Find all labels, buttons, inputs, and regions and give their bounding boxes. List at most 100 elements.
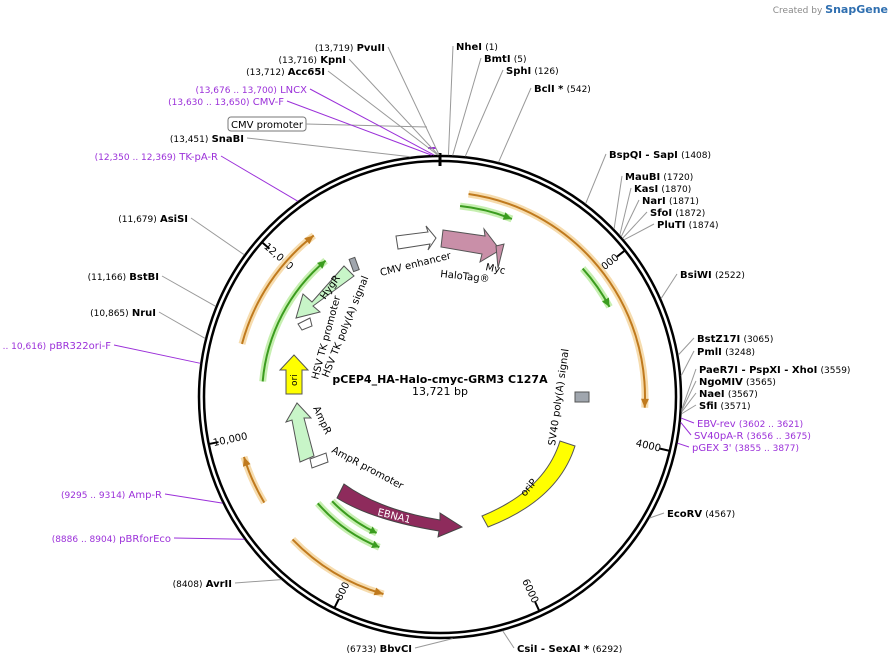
site-label-paer[interactable]: PaeR7I - PspXI - XhoI (3559)	[699, 365, 850, 376]
label-name: BclI *	[534, 84, 564, 95]
arc-green-bottom-1-head	[371, 540, 380, 549]
feature-ori[interactable]	[278, 354, 310, 395]
label-name: SfiI	[699, 401, 717, 412]
site-label-pvuii[interactable]: (13,719) PvuII	[315, 43, 385, 54]
site-label-bbvci[interactable]: (6733) BbvCI	[347, 644, 412, 655]
site-label-plui[interactable]: PluTI (1874)	[657, 220, 719, 231]
primer-label-tkpar[interactable]: (12,350 .. 12,369) TK-pA-R	[95, 152, 218, 163]
site-label-acc65i[interactable]: (13,712) Acc65I	[246, 67, 325, 78]
feature-hygr[interactable]	[295, 265, 355, 319]
leader-kasi	[619, 187, 632, 236]
site-label-maubi[interactable]: MauBI (1720)	[625, 172, 693, 183]
label-position: (3602 .. 3621)	[739, 420, 803, 430]
site-label-bmti[interactable]: BmtI (5)	[484, 54, 526, 65]
label-position: (13,712)	[246, 68, 285, 78]
label-position: (2522)	[715, 271, 745, 281]
site-label-sphi[interactable]: SphI (126)	[506, 66, 559, 77]
primer-label-cmvf[interactable]: (13,630 .. 13,650) CMV-F	[168, 97, 284, 108]
label-name: AsiSI	[160, 214, 188, 225]
label-name: AvrII	[206, 579, 232, 590]
leader-pvuii	[387, 46, 440, 156]
leader-csii	[502, 630, 515, 649]
feature-ampr[interactable]	[284, 402, 315, 463]
arc-green-top-head	[502, 212, 512, 220]
label-name: Acc65I	[288, 67, 325, 78]
label-name: SfoI	[650, 208, 672, 219]
primer-label-lncx[interactable]: (13,676 .. 13,700) LNCX	[195, 85, 307, 96]
leader-bstz	[677, 337, 695, 356]
site-label-snabi[interactable]: (13,451) SnaBI	[170, 134, 244, 145]
label-position: (3065)	[743, 335, 773, 345]
primer-binding-arcs	[238, 190, 649, 598]
label-name: BbvCI	[380, 644, 412, 655]
leader-nari	[620, 199, 640, 237]
feature-orip[interactable]	[481, 440, 576, 528]
feature-halotag[interactable]	[440, 227, 501, 264]
label-position: (8408)	[173, 580, 203, 590]
site-label-nari[interactable]: NarI (1871)	[642, 196, 699, 207]
label-name: PaeR7I - PspXI - XhoI	[699, 365, 817, 376]
label-position: (6733)	[347, 645, 377, 655]
site-label-bspqi[interactable]: BspQI - SapI (1408)	[609, 150, 711, 161]
site-label-ecorv[interactable]: EcoRV (4567)	[667, 509, 735, 520]
label-position: (3565)	[746, 378, 776, 388]
site-label-nrui[interactable]: (10,865) NruI	[90, 308, 156, 319]
site-label-bsiwi[interactable]: BsiWI (2522)	[680, 270, 745, 281]
site-label-pmli[interactable]: PmlI (3248)	[697, 347, 755, 358]
site-label-asisi[interactable]: (11,679) AsiSI	[118, 214, 188, 225]
site-label-avrii[interactable]: (8408) AvrII	[173, 579, 232, 590]
site-label-bcli[interactable]: BclI * (542)	[534, 84, 591, 95]
label-position: (1874)	[689, 221, 719, 231]
cmv-promoter-leader	[305, 123, 428, 128]
sv40-polya-label: SV40 poly(A) signal	[547, 348, 571, 446]
leader-cmvf	[286, 100, 432, 156]
primer-label-pgex3[interactable]: pGEX 3' (3855 .. 3877)	[692, 443, 799, 454]
ampr-promoter-label: AmpR promoter	[330, 445, 406, 492]
label-position: (10,865)	[90, 309, 129, 319]
leader-bcli	[498, 87, 532, 163]
feature-ebna1[interactable]	[336, 483, 464, 538]
site-label-nhei[interactable]: NheI (1)	[456, 42, 498, 53]
primer-label-ebvrev[interactable]: EBV-rev (3602 .. 3621)	[697, 419, 803, 430]
label-name: MauBI	[625, 172, 660, 183]
feature-ampr-promoter	[309, 452, 329, 469]
site-label-naei[interactable]: NaeI (3567)	[699, 389, 758, 400]
site-label-csii[interactable]: CsiI - SexAI * (6292)	[517, 644, 622, 655]
label-name: SphI	[506, 66, 531, 77]
ruler-tick-label: 6000	[519, 577, 540, 605]
label-name: EBV-rev	[697, 419, 736, 430]
arc-orange-left-head	[242, 456, 251, 467]
label-name: NarI	[642, 196, 666, 207]
snapgene-credit: Created by SnapGene	[773, 3, 888, 16]
primer-label-pbr322[interactable]: (10,597 .. 10,616) pBR322ori-F	[0, 341, 111, 352]
label-name: pBR322ori-F	[49, 341, 111, 352]
site-label-bstbi[interactable]: (11,166) BstBI	[88, 272, 159, 283]
site-label-bstz[interactable]: BstZ17I (3065)	[697, 334, 773, 345]
arc-orange-upperleft-head	[304, 235, 314, 245]
site-label-sfoi[interactable]: SfoI (1872)	[650, 208, 705, 219]
primer-label-sv40par[interactable]: SV40pA-R (3656 .. 3675)	[694, 431, 811, 442]
leader-pgex3	[677, 442, 690, 448]
feature-hsv-tk-promoter-arrow	[297, 317, 313, 331]
leader-bmti	[452, 57, 482, 156]
feature-cmv-enhancer[interactable]	[395, 225, 437, 251]
label-position: (542)	[567, 85, 591, 95]
label-position: (10,597 .. 10,616)	[0, 342, 46, 352]
label-name: KpnI	[320, 55, 346, 66]
site-label-kpni[interactable]: (13,716) KpnI	[279, 55, 346, 66]
label-position: (3567)	[728, 390, 758, 400]
leader-nhei	[447, 45, 454, 156]
primer-label-ampr[interactable]: (9295 .. 9314) Amp-R	[61, 490, 162, 501]
leader-ampr	[164, 493, 223, 504]
leader-bbvci	[414, 638, 453, 649]
label-name: pGEX 3'	[692, 443, 732, 454]
leader-sv40par	[680, 421, 692, 436]
label-name: SV40pA-R	[694, 431, 743, 442]
site-label-kasi[interactable]: KasI (1870)	[634, 184, 691, 195]
site-label-ngom[interactable]: NgoMIV (3565)	[699, 377, 776, 388]
feature-myc[interactable]	[495, 243, 505, 269]
label-name: NaeI	[699, 389, 725, 400]
primer-label-pbrfor[interactable]: (8886 .. 8904) pBRforEco	[52, 534, 171, 545]
site-label-sfii[interactable]: SfiI (3571)	[699, 401, 750, 412]
